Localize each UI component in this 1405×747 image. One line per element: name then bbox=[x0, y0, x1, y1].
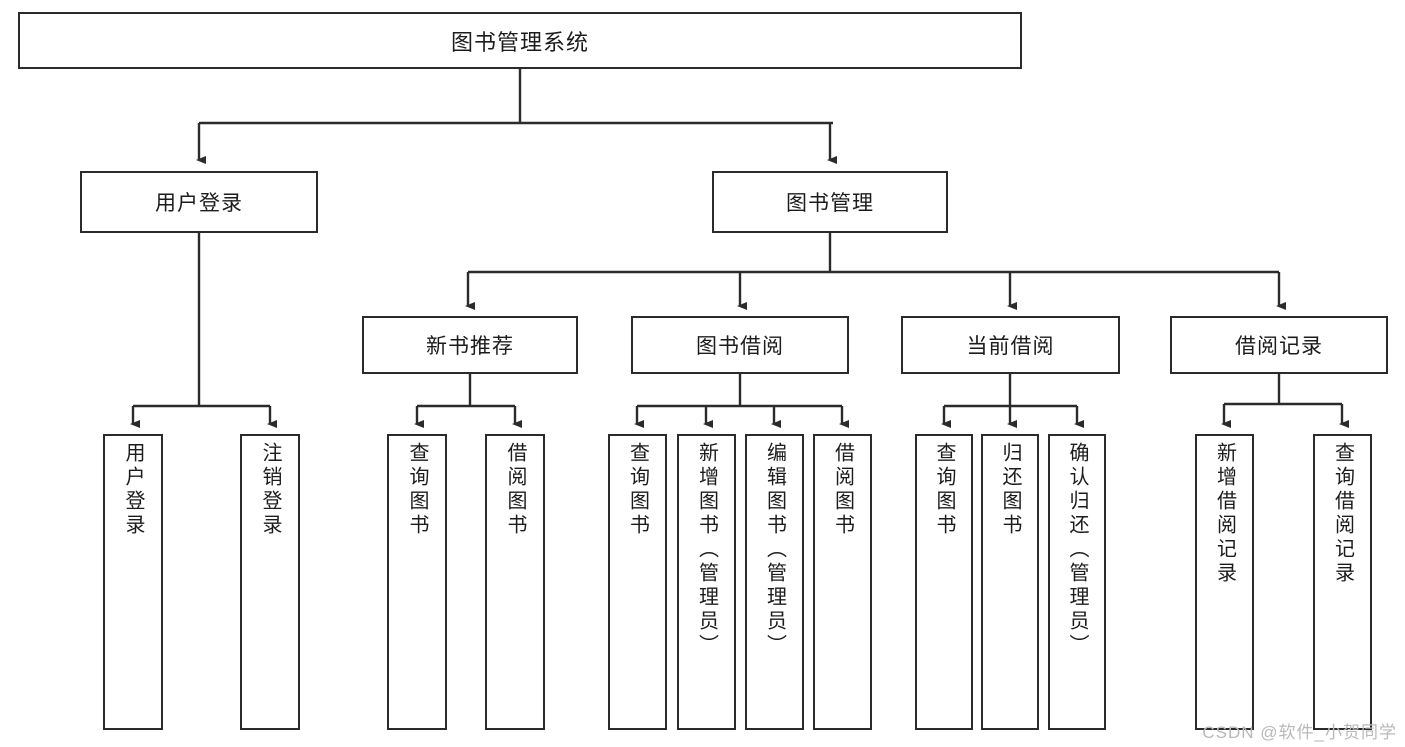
leaf-borrow-book-recommend[interactable]: 借阅图书 bbox=[485, 434, 545, 730]
node-user-login[interactable]: 用户登录 bbox=[80, 171, 318, 233]
leaf-confirm-return-admin[interactable]: 确认归还（管理员） bbox=[1048, 434, 1106, 730]
leaf-query-borrow-record[interactable]: 查询借阅记录 bbox=[1313, 434, 1372, 730]
leaf-edit-book-admin[interactable]: 编辑图书（管理员） bbox=[745, 434, 804, 730]
node-root[interactable]: 图书管理系统 bbox=[18, 12, 1022, 69]
node-book-management[interactable]: 图书管理 bbox=[712, 171, 948, 233]
leaf-add-book-admin[interactable]: 新增图书（管理员） bbox=[677, 434, 736, 730]
node-borrow-record[interactable]: 借阅记录 bbox=[1170, 316, 1388, 374]
leaf-user-login[interactable]: 用户登录 bbox=[103, 434, 163, 730]
node-current-borrow[interactable]: 当前借阅 bbox=[901, 316, 1120, 374]
leaf-add-borrow-record[interactable]: 新增借阅记录 bbox=[1195, 434, 1254, 730]
watermark: CSDN @软件_小贺同学 bbox=[1202, 723, 1397, 742]
leaf-query-book-current[interactable]: 查询图书 bbox=[915, 434, 973, 730]
leaf-query-book-recommend[interactable]: 查询图书 bbox=[387, 434, 447, 730]
leaf-query-book-borrow[interactable]: 查询图书 bbox=[608, 434, 667, 730]
leaf-borrow-book[interactable]: 借阅图书 bbox=[813, 434, 872, 730]
leaf-logout[interactable]: 注销登录 bbox=[240, 434, 300, 730]
node-book-borrow[interactable]: 图书借阅 bbox=[631, 316, 849, 374]
leaf-return-book[interactable]: 归还图书 bbox=[981, 434, 1039, 730]
node-new-book-recommend[interactable]: 新书推荐 bbox=[362, 316, 578, 374]
